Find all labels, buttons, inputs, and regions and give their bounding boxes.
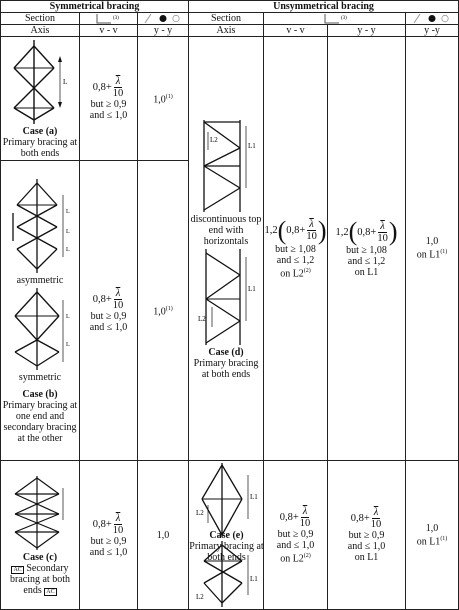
svg-text:L2: L2 [196, 593, 204, 601]
case-a-bracing-figure: L [13, 40, 67, 124]
axis-yy2-uns: y -y [404, 24, 459, 37]
rod-section-icon-cell [137, 12, 189, 25]
angle-section-icon-cell-uns: (3) [263, 12, 406, 25]
case-e-title: Case (e) [209, 530, 244, 541]
case-e-cell: L1 L2 L1 L2 [188, 460, 264, 610]
case-b-yy-cell: 1,0(1) [137, 160, 189, 461]
svg-text:L: L [66, 342, 70, 348]
case-a-cell: L Case (a) Primary bracing at both ends [0, 36, 80, 161]
case-a-title: Case (a) [22, 126, 58, 137]
rod-section-icon [413, 13, 449, 24]
svg-text:(3): (3) [341, 16, 347, 21]
case-c-desc: AC Secondary bracing at both ends AC [10, 563, 70, 596]
case-c-cell: Case (c) AC Secondary bracing at both en… [0, 460, 80, 610]
svg-text:L: L [66, 229, 70, 235]
svg-text:L1: L1 [248, 285, 256, 293]
svg-text:L1: L1 [250, 493, 258, 501]
angle-section-icon-cell: (3) [79, 12, 138, 25]
axis-vv-sym: v - v [79, 24, 138, 37]
case-a-yy-cell: 1,0(1) [137, 36, 189, 161]
angle-section-icon: (3) [96, 14, 119, 24]
case-b-label-asymmetric: asymmetric [16, 275, 64, 286]
svg-text:L2: L2 [196, 509, 204, 517]
case-d-desc: Primary bracing at both ends [193, 357, 259, 380]
case-b-asymmetric-figure: L L L [12, 179, 70, 273]
case-d-bottom-figure: L1 L2 [198, 248, 256, 345]
axis-label-uns: Axis [188, 24, 264, 37]
case-c-title: Case (c) [22, 552, 58, 563]
case-b-cell: L L L asymmetric L L symmetric Cas [0, 160, 80, 461]
axis-yy-sym: y - y [137, 24, 189, 37]
svg-text:L2: L2 [198, 315, 206, 323]
axis-vv-uns: v - v [263, 24, 328, 37]
case-b-desc: Primary bracing at one end and secondary… [2, 400, 78, 444]
case-e-top-figure: L1 L2 [196, 463, 258, 537]
case-b-title: Case (b) [22, 389, 58, 400]
svg-text:L: L [63, 78, 67, 86]
axis-label-sym: Axis [0, 24, 80, 37]
case-b-symmetric-figure: L L [14, 288, 70, 370]
axis-yy-uns: y - y [327, 24, 406, 37]
case-d-cell: L1 L2 discontinuous top end with horizon… [188, 36, 264, 461]
case-e-caption: Case (e) Primary bracing at both ends [189, 530, 264, 563]
case-e-desc: Primary bracing at both ends [189, 541, 264, 563]
case-d-top-figure: L1 L2 [203, 119, 256, 212]
svg-text:L: L [66, 314, 70, 320]
case-e-yy2-cell: 1,0 on L1(1) [404, 460, 459, 610]
case-b-label-symmetric: symmetric [18, 372, 62, 383]
section-label-sym: Section [0, 12, 80, 25]
rod-section-icon-cell-uns [404, 12, 459, 25]
angle-section-icon: (3) [324, 14, 347, 24]
svg-text:L: L [66, 247, 70, 253]
symmetrical-header: Symmetrical bracing [0, 0, 189, 13]
svg-text:L1: L1 [248, 142, 256, 150]
note-3-marker: (3) [113, 16, 119, 21]
case-d-title: Case (d) [208, 346, 244, 358]
case-c-yy-cell: 1,0 [137, 460, 189, 610]
unsymmetrical-header: Unsymmetrical bracing [187, 0, 459, 13]
svg-text:L: L [66, 209, 70, 215]
case-d-desc-top: discontinuous top end with horizontals [190, 213, 262, 247]
case-a-desc: Primary bracing at both ends [2, 137, 78, 159]
case-c-bracing-figure [14, 476, 64, 550]
svg-text:L2: L2 [210, 136, 218, 144]
svg-text:L1: L1 [250, 575, 258, 583]
case-d-yy2-cell: 1,0 on L1(1) [404, 36, 459, 461]
ac-marker-start: AC [11, 566, 24, 574]
rod-section-icon [144, 13, 180, 24]
section-label-uns: Section [188, 12, 264, 25]
